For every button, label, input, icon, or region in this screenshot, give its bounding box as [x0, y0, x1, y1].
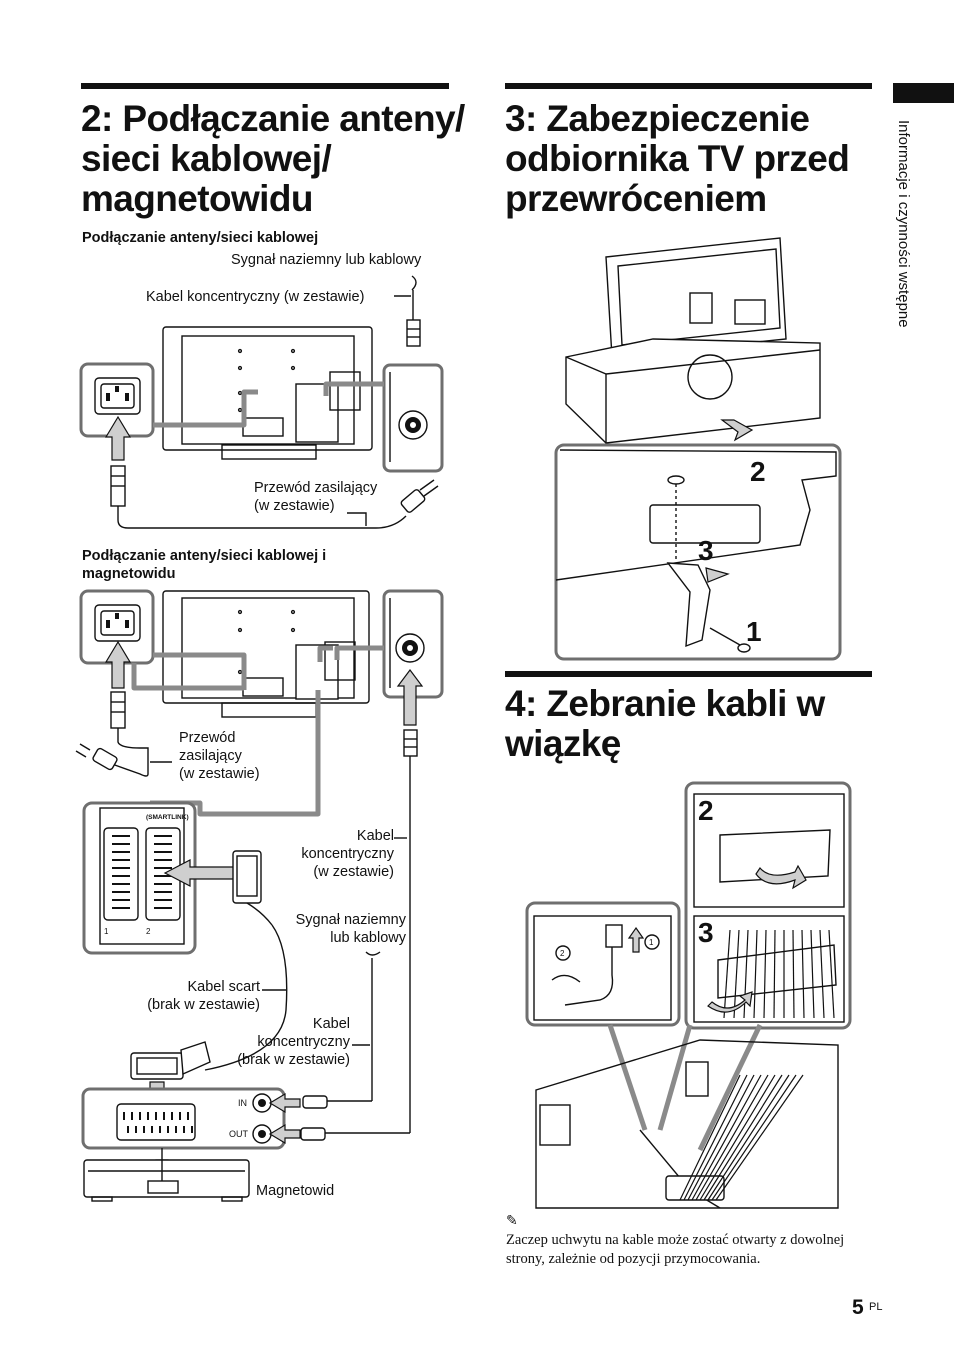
- vcr-device: [83, 1159, 250, 1202]
- circled-step-2: 2: [560, 949, 565, 958]
- cable-step-2-label: 2: [698, 795, 714, 826]
- cable-step-3-label: 3: [698, 917, 714, 948]
- power-plug-1: [400, 479, 439, 513]
- label-signal-2-line1: Sygnał naziemny: [295, 912, 406, 928]
- label-coax-not-supplied-line3: (brak w zestawie): [237, 1052, 350, 1068]
- language-code: PL: [869, 1301, 883, 1313]
- arrow-up-icon: [104, 640, 132, 689]
- label-signal-2-line2: lub kablowy: [330, 930, 406, 946]
- label-scart-cable-line1: Kabel scart: [187, 979, 260, 995]
- section-4-title-line2: wiązkę: [505, 723, 621, 764]
- scart-plug-tv: [232, 850, 273, 926]
- section-2-title: 2: Podłączanie anteny/ sieci kablowej/ m…: [81, 99, 465, 219]
- label-power-cord-2-line3: (w zestawie): [179, 766, 260, 782]
- circled-step-1: 1: [649, 938, 654, 947]
- tv-stand-illustration: [565, 237, 821, 444]
- note-text: Zaczep uchwytu na kable może zostać otwa…: [506, 1232, 845, 1267]
- label-signal-2: Sygnał naziemny lub kablowy: [256, 911, 406, 947]
- cable-holder-bundle: [717, 944, 837, 999]
- page-number: 5: [852, 1296, 864, 1319]
- label-coax-supplied-1: Kabel koncentryczny (w zestawie): [146, 289, 365, 305]
- subheading-antenna-vcr-line1: Podłączanie anteny/sieci kablowej i: [82, 548, 327, 564]
- ac-inlet-2: [94, 604, 141, 642]
- arrow-left-icon: [268, 1092, 301, 1114]
- arrow-up-icon: [104, 415, 132, 461]
- tv-rear-panel-1: [162, 326, 373, 460]
- section-3-title-line1: 3: Zabezpieczenie: [505, 98, 810, 139]
- antenna-socket-2: [395, 633, 425, 663]
- step-2-label: 2: [750, 456, 766, 487]
- anti-tip-detail: [554, 443, 842, 661]
- coax-plug-2: [403, 729, 418, 757]
- section-2-title-line1: 2: Podłączanie anteny/: [81, 98, 465, 139]
- cable-plug: [605, 924, 623, 948]
- subheading-antenna-vcr-line2: magnetowidu: [82, 566, 176, 582]
- section-3-title: 3: Zabezpieczenie odbiornika TV przed pr…: [505, 98, 850, 219]
- label-signal-1: Sygnał naziemny lub kablowy: [231, 252, 422, 268]
- label-power-cord-2: Przewód zasilający (w zestawie): [179, 729, 260, 783]
- arrow-up-icon: [627, 926, 645, 953]
- label-out: OUT: [229, 1129, 248, 1139]
- coax-plug-1: [406, 319, 421, 347]
- arrow-down-icon: [720, 419, 754, 442]
- scart-plug-vcr: [130, 1041, 211, 1080]
- scart-socket-1: [103, 827, 139, 921]
- section-2-title-line2: sieci kablowej/: [81, 138, 332, 179]
- coax-plug-in: [302, 1095, 328, 1109]
- section-3-rule: [505, 83, 872, 89]
- antenna-socket-1: [398, 410, 428, 440]
- section-4-rule: [505, 671, 872, 677]
- label-scart-number-1: 1: [104, 927, 109, 936]
- section-4-title-line1: 4: Zebranie kabli w: [505, 683, 825, 724]
- sidebar-section-label: Informacje i czynności wstępne: [895, 120, 912, 328]
- pencil-note-icon: ✎: [506, 1212, 518, 1228]
- ac-inlet-1: [94, 377, 141, 415]
- holder-open-callout: [525, 901, 681, 1027]
- label-smartlink: (SMARTLINK): [146, 814, 189, 821]
- step-1-label: 1: [746, 616, 762, 647]
- subheading-antenna: Podłączanie anteny/sieci kablowej: [82, 230, 319, 246]
- label-coax-not-supplied-line1: Kabel: [312, 1016, 350, 1032]
- label-scart-number-2: 2: [146, 927, 151, 936]
- power-plug-connector-2: [110, 691, 126, 729]
- label-power-cord-1-line2: (w zestawie): [254, 498, 335, 514]
- tv-rear-cables-illustration: [535, 1039, 839, 1209]
- section-3-title-line2: odbiornika TV przed: [505, 138, 850, 179]
- label-power-cord-2-line1: Przewód: [179, 730, 236, 746]
- label-vcr: Magnetowid: [256, 1183, 335, 1199]
- step-3-label: 3: [698, 535, 714, 566]
- label-scart-cable-line2: (brak w zestawie): [147, 997, 260, 1013]
- label-in: IN: [238, 1098, 247, 1108]
- section-2-title-line3: magnetowidu: [81, 178, 313, 219]
- vcr-scart-socket: [116, 1103, 196, 1141]
- label-power-cord-2-line2: zasilający: [179, 748, 242, 764]
- section-2-rule: [81, 83, 449, 89]
- section-4-title: 4: Zebranie kabli w wiązkę: [505, 684, 825, 764]
- label-coax-supplied-2-line3: (w zestawie): [313, 864, 394, 880]
- sidebar-tab: [893, 83, 954, 103]
- screw-icon: [737, 643, 751, 653]
- label-coax-not-supplied: Kabel koncentryczny (brak w zestawie): [200, 1015, 350, 1069]
- label-power-cord-1-line1: Przewód zasilający: [254, 480, 378, 496]
- coax-plug-out: [300, 1127, 326, 1141]
- screw-icon: [667, 475, 685, 485]
- arrow-left-icon: [268, 1123, 301, 1145]
- power-plug-2: [75, 743, 118, 771]
- arrow-up-icon: [396, 669, 424, 726]
- label-scart-cable: Kabel scart (brak w zestawie): [110, 978, 260, 1014]
- subheading-antenna-vcr: Podłączanie anteny/sieci kablowej i magn…: [82, 547, 326, 583]
- anti-tip-strap: [666, 562, 711, 648]
- cable-holder-closed: [719, 829, 831, 883]
- label-coax-not-supplied-line2: koncentryczny: [257, 1034, 350, 1050]
- label-coax-supplied-2-line2: koncentryczny: [301, 846, 394, 862]
- label-power-cord-1: Przewód zasilający (w zestawie): [254, 479, 377, 515]
- label-coax-supplied-2-line1: Kabel: [356, 828, 394, 844]
- section-3-title-line3: przewróceniem: [505, 178, 767, 219]
- label-coax-supplied-2: Kabel koncentryczny (w zestawie): [254, 827, 394, 881]
